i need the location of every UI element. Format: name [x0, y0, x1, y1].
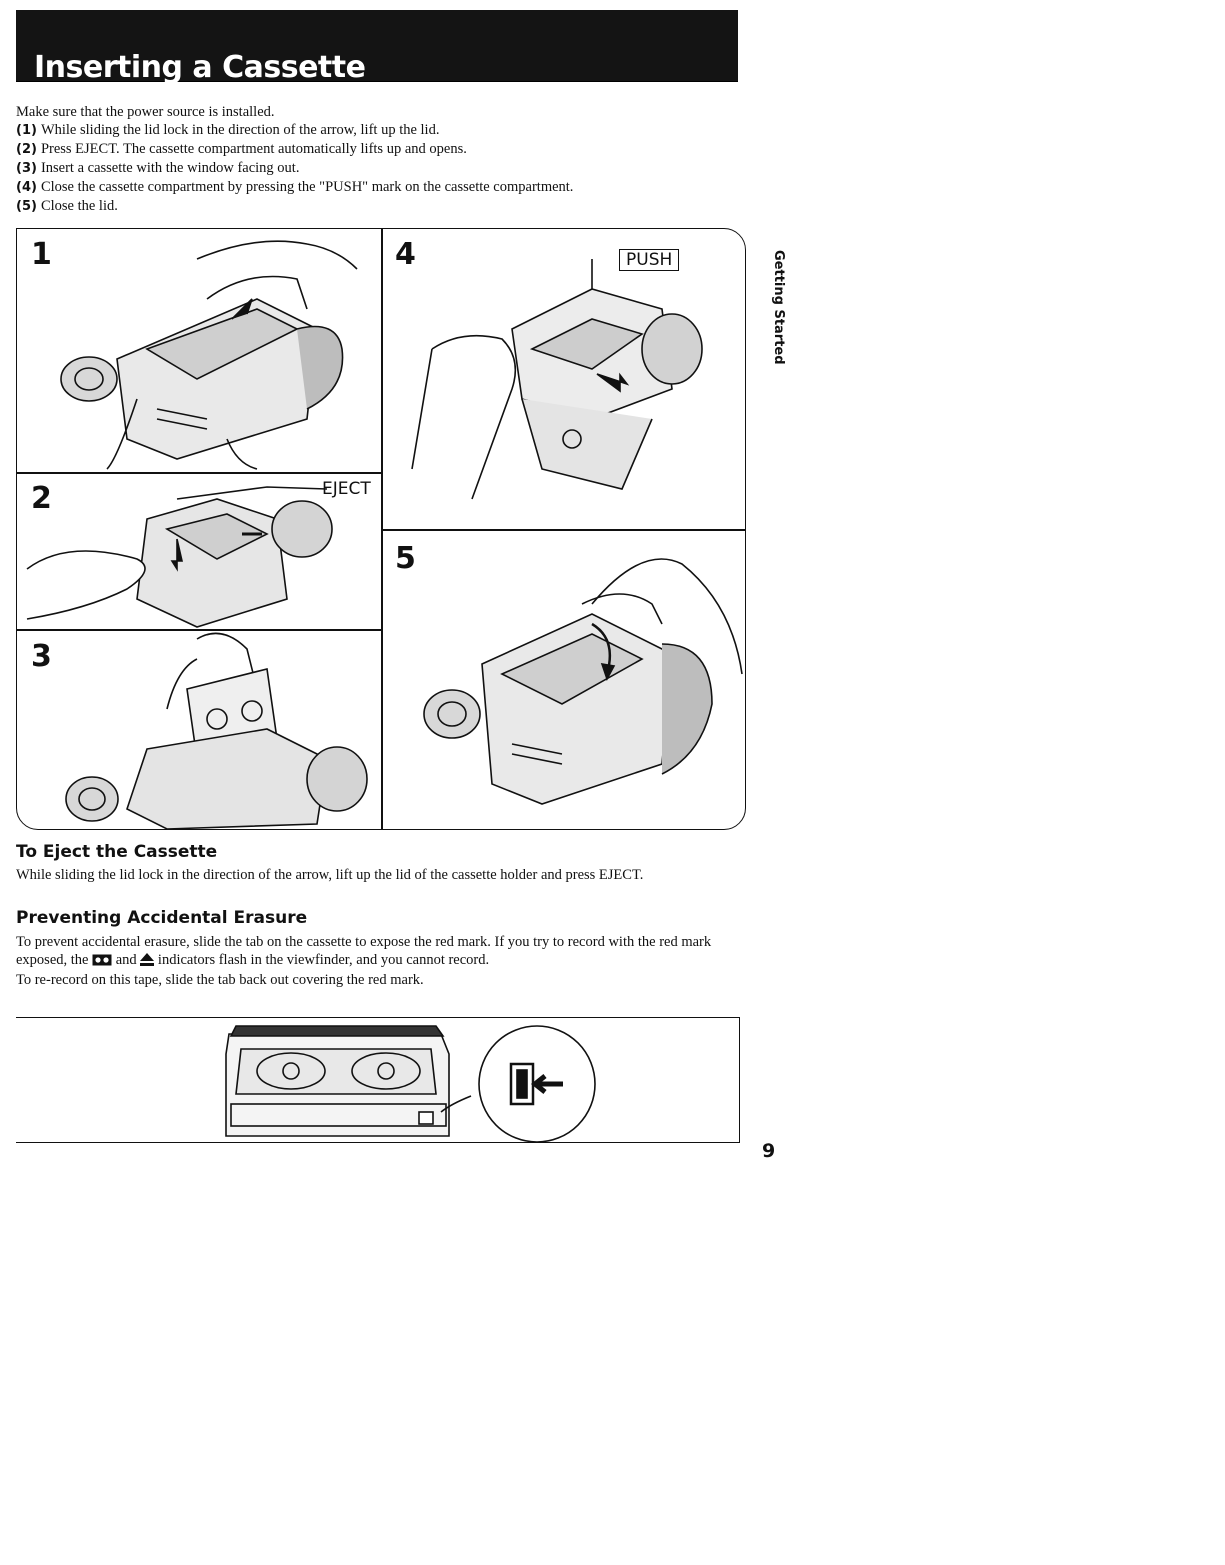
page-title: Inserting a Cassette [34, 50, 366, 85]
step-number: (5) [16, 199, 37, 214]
step-text: While sliding the lid lock in the direct… [40, 122, 440, 138]
erasure-body: To prevent accidental erasure, slide the… [16, 933, 728, 989]
eject-body: While sliding the lid lock in the direct… [16, 866, 728, 884]
eject-heading: To Eject the Cassette [16, 842, 218, 862]
divider [381, 529, 745, 531]
illustration-panel: 1 2 3 4 5 EJECT PUSH [16, 228, 746, 830]
intro-lead: Make sure that the power source is insta… [16, 104, 275, 120]
divider [17, 472, 381, 474]
panel-number-1: 1 [31, 237, 52, 272]
erasure-text-a: To prevent accidental erasure, slide the… [16, 934, 712, 968]
erasure-heading: Preventing Accidental Erasure [16, 908, 308, 928]
step-number: (1) [16, 123, 37, 138]
section-tab: Getting Started [770, 250, 790, 370]
step-2: (2)Press EJECT. The cassette compartment… [16, 140, 736, 159]
step-3: (3)Insert a cassette with the window fac… [16, 159, 736, 178]
step-1: (1)While sliding the lid lock in the dir… [16, 121, 736, 140]
page-number: 9 [762, 1140, 776, 1162]
erasure-text-b: and [115, 952, 137, 968]
title-bar: Inserting a Cassette [16, 10, 738, 85]
section-tab-label: Getting Started [771, 250, 786, 365]
erasure-paragraph-1: To prevent accidental erasure, slide the… [16, 933, 728, 971]
eject-paragraph: While sliding the lid lock in the direct… [16, 867, 644, 883]
step-number: (3) [16, 161, 37, 176]
intro-instructions: Make sure that the power source is insta… [16, 103, 736, 216]
eject-callout: EJECT [322, 479, 371, 499]
erasure-text-c: indicators flash in the viewfinder, and … [157, 952, 490, 968]
cassette-tab-illustration [225, 1025, 596, 1143]
step-number: (2) [16, 142, 37, 157]
cassette-illustration-frame [16, 1017, 740, 1143]
erasure-paragraph-2: To re-record on this tape, slide the tab… [16, 972, 424, 988]
step-5: (5)Close the lid. [16, 197, 736, 216]
insert-cassette-illustration [65, 632, 368, 830]
eject-press-illustration [26, 486, 333, 628]
camcorder-lid-open-illustration [60, 240, 358, 470]
step-number: (4) [16, 180, 37, 195]
step-text: Close the cassette compartment by pressi… [40, 179, 574, 195]
step-text: Insert a cassette with the window facing… [40, 160, 300, 176]
panel-number-4: 4 [395, 237, 416, 272]
cassette-indicator-icon [92, 953, 112, 971]
panel-number-2: 2 [31, 481, 52, 516]
step-4: (4)Close the cassette compartment by pre… [16, 178, 736, 197]
push-compartment-illustration [411, 259, 703, 500]
close-lid-illustration [423, 558, 743, 805]
divider [17, 629, 381, 631]
step-text: Press EJECT. The cassette compartment au… [40, 141, 467, 157]
panel-number-3: 3 [31, 639, 52, 674]
push-callout: PUSH [619, 249, 680, 271]
panel-number-5: 5 [395, 541, 416, 576]
eject-indicator-icon [140, 953, 155, 971]
step-text: Close the lid. [40, 198, 118, 214]
